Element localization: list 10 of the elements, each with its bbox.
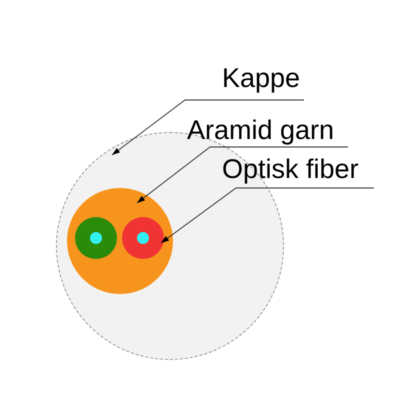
callout-label: Aramid garn: [187, 117, 348, 147]
leader-line: [136, 146, 348, 204]
callout-label: Kappe: [222, 65, 304, 100]
fiber-core: [137, 232, 149, 244]
fiber-circle: [75, 217, 117, 259]
callout-label: Optisk fiber: [222, 156, 374, 188]
leader-line: [160, 188, 374, 244]
leader-line: [112, 100, 304, 156]
fiber-core: [90, 232, 102, 244]
fiber-circle: [122, 217, 164, 259]
